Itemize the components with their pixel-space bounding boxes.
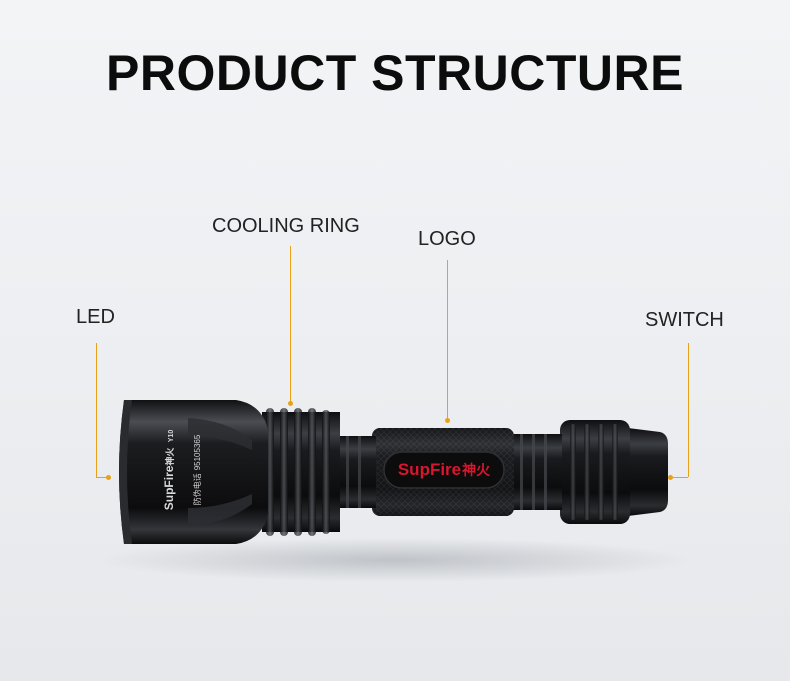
label-logo: LOGO — [418, 228, 476, 250]
leader-line-switch-tail — [672, 477, 688, 478]
leader-line-logo — [447, 260, 448, 420]
head-phone-engraving: 防伪电话 95105365 — [179, 415, 215, 525]
leader-line-switch — [688, 343, 689, 477]
head-phone-number: 95105365 — [192, 434, 202, 471]
label-cooling-ring: COOLING RING — [212, 215, 360, 237]
leader-dot-cooling-ring — [288, 401, 293, 406]
head-brand-text: SupFire — [162, 465, 177, 511]
leader-dot-switch — [668, 475, 673, 480]
label-led: LED — [76, 306, 115, 328]
leader-line-cooling-ring — [290, 246, 291, 404]
leader-line-led — [96, 343, 97, 477]
leader-dot-logo — [445, 418, 450, 423]
head-brand-cjk: 神火 — [165, 447, 176, 466]
flashlight-image — [95, 400, 695, 582]
logo-brand-cjk: 神火 — [462, 462, 491, 478]
head-phone-cjk: 防伪电话 — [192, 473, 202, 506]
head-model: Y10 — [168, 429, 176, 443]
logo-brand-text: SupFire — [397, 460, 462, 479]
page-title: PRODUCT STRUCTURE — [106, 45, 684, 101]
leader-dot-led — [106, 475, 111, 480]
leader-line-led-tail — [96, 477, 108, 478]
label-switch: SWITCH — [645, 309, 724, 331]
head-brand-line: SupFire神火 Y10 — [162, 429, 177, 511]
